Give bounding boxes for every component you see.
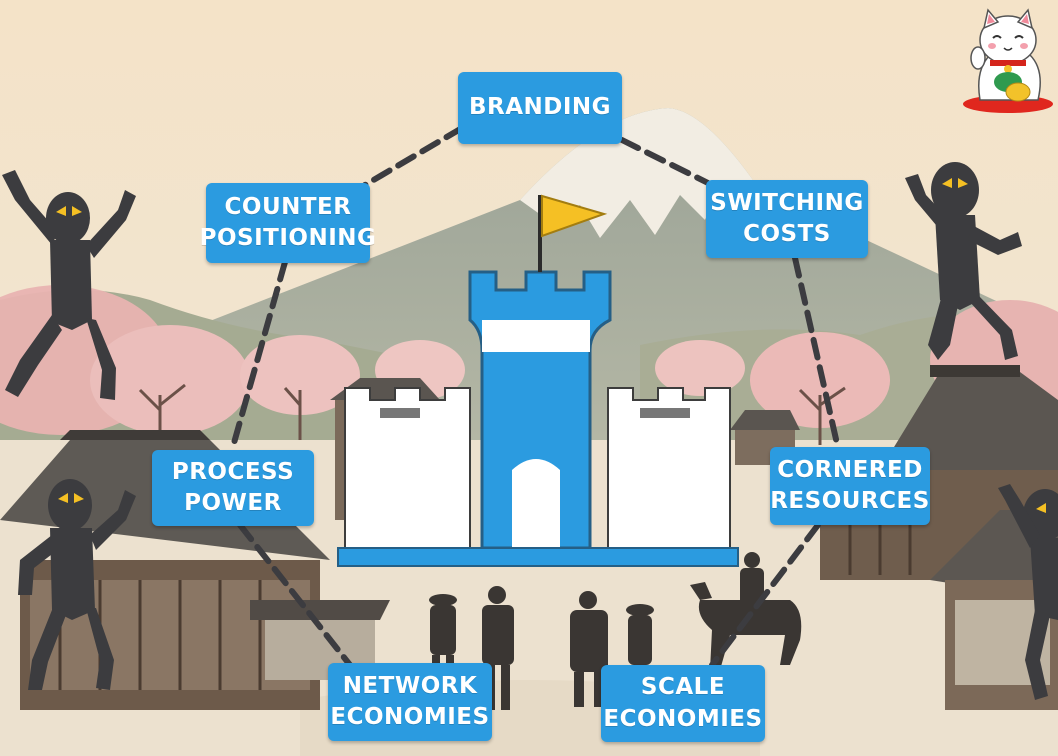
node-label: BRANDING xyxy=(468,94,612,121)
node-label: NETWORK ECONOMIES xyxy=(330,672,490,730)
node-counter-positioning: COUNTER POSITIONING xyxy=(200,183,376,263)
cherry-blossom-tree xyxy=(0,285,1058,445)
node-cornered-resources: CORNERED RESOURCES xyxy=(770,447,930,525)
node-network-economies: NETWORK ECONOMIES xyxy=(328,663,492,741)
connector-lines xyxy=(229,125,841,668)
node-label: PROCESS POWER xyxy=(171,458,295,516)
node-label: SWITCHING COSTS xyxy=(710,189,864,247)
maneki-neko-icon xyxy=(963,8,1053,113)
node-label: CORNERED RESOURCES xyxy=(770,456,930,514)
yellow-flag-icon xyxy=(541,194,608,238)
node-label: SCALE ECONOMIES xyxy=(603,674,763,732)
node-scale-economies: SCALE ECONOMIES xyxy=(601,665,765,742)
node-label: COUNTER POSITIONING xyxy=(199,193,377,251)
node-branding: BRANDING xyxy=(458,72,622,144)
node-switching-costs: SWITCHING COSTS xyxy=(706,180,868,258)
node-process-power: PROCESS POWER xyxy=(152,450,314,526)
ninja-eyes xyxy=(56,178,1046,513)
castle-icon xyxy=(337,194,739,567)
ninja-icon xyxy=(2,162,1058,700)
